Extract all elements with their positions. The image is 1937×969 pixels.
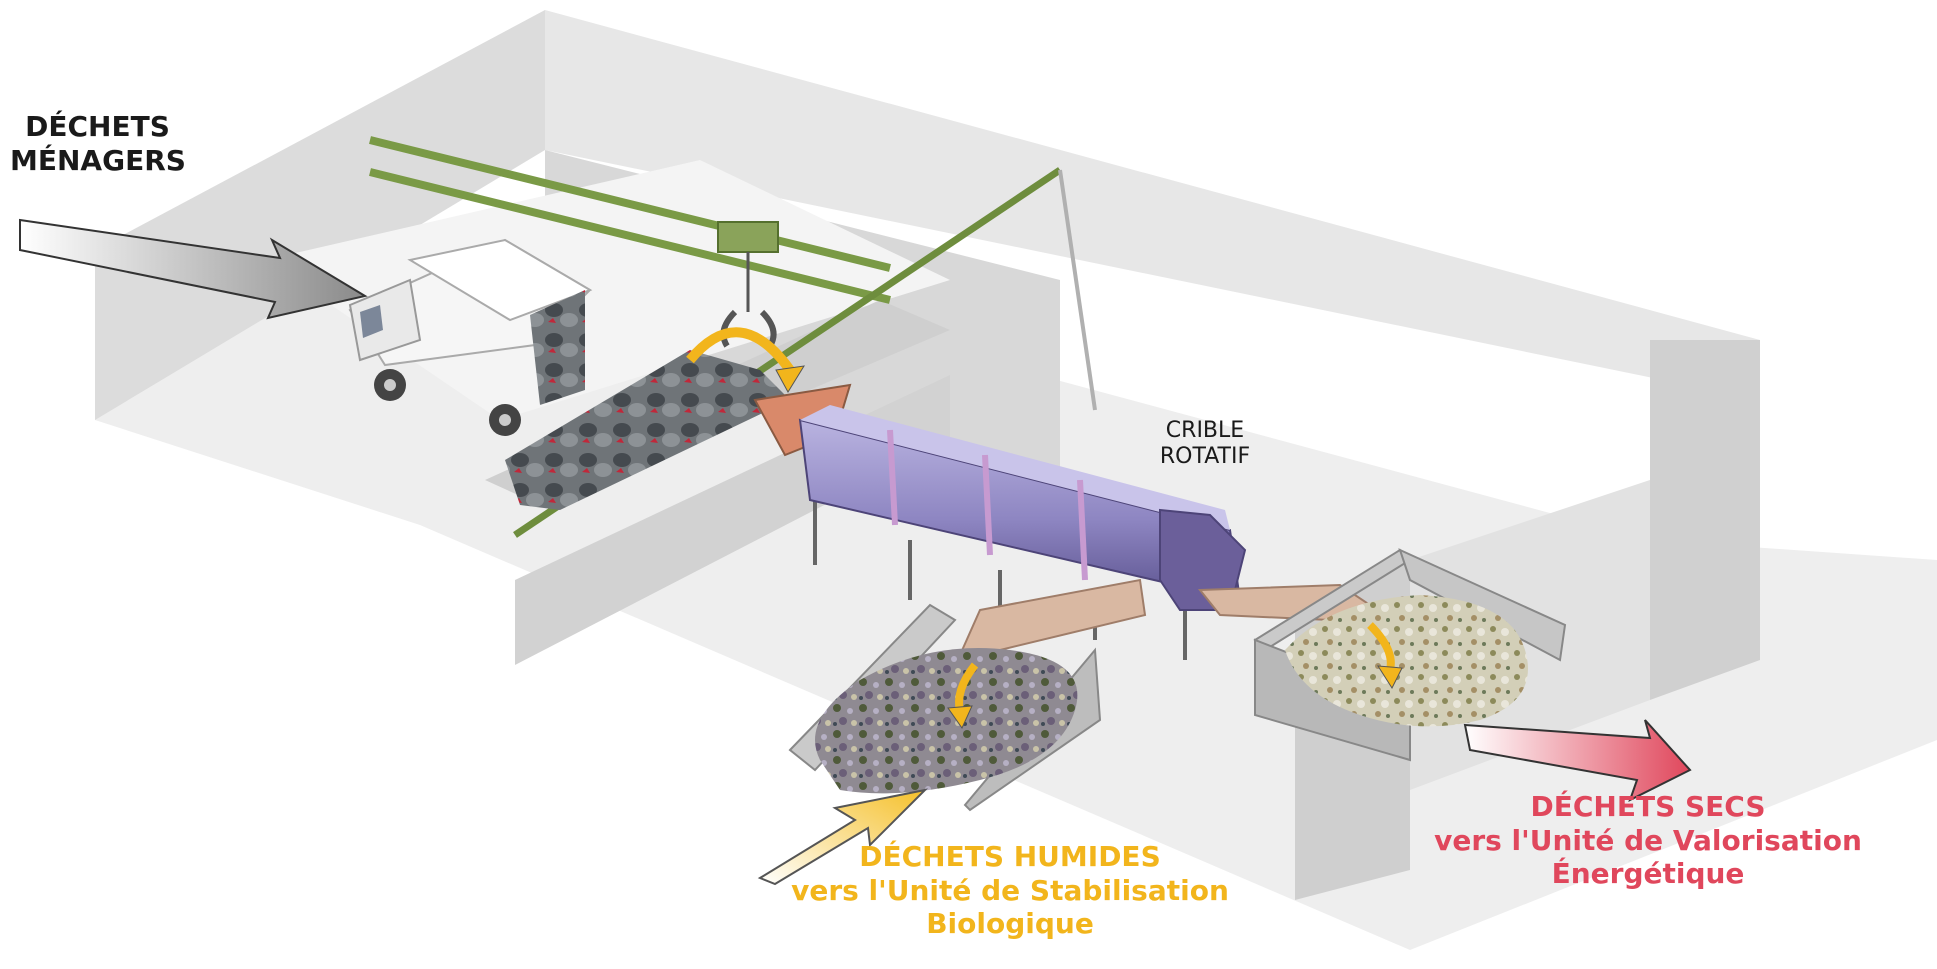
dry-output-label: DÉCHETS SECS vers l'Unité de Valorisatio… — [1418, 790, 1878, 891]
screen-label-line1: CRIBLE — [1165, 418, 1245, 443]
back-wall-left — [95, 10, 545, 420]
waste-bags — [505, 350, 790, 510]
crane-trolley — [717, 221, 779, 253]
wet-output-arrow — [757, 788, 929, 886]
wet-waste-pile — [815, 648, 1078, 794]
dry-drop-arrowhead — [1377, 665, 1403, 690]
dry-label-line1: DÉCHETS SECS — [1530, 790, 1766, 823]
right-wall — [1650, 340, 1760, 700]
dry-waste-bunker — [1253, 548, 1567, 762]
input-label: DÉCHETS MÉNAGERS — [10, 110, 186, 177]
dry-output-arrow — [1463, 719, 1692, 802]
garbage-truck — [348, 238, 593, 436]
screen-label-line2: ROTATIF — [1159, 444, 1251, 470]
dry-waste-pile — [1285, 595, 1528, 727]
transfer-arrowhead — [775, 365, 805, 393]
wet-label-line1: DÉCHETS HUMIDES — [859, 840, 1161, 873]
dry-label-line3: Énergétique — [1551, 857, 1745, 891]
wet-label-line2: vers l'Unité de Stabilisation — [791, 873, 1229, 907]
wet-output-label: DÉCHETS HUMIDES vers l'Unité de Stabilis… — [780, 840, 1240, 941]
input-label-line2: MÉNAGERS — [10, 143, 186, 177]
dry-label-line2: vers l'Unité de Valorisation — [1434, 823, 1862, 857]
wet-drop-arrowhead — [947, 705, 973, 730]
wet-label-line3: Biologique — [926, 907, 1094, 941]
transfer-arrow — [686, 327, 795, 373]
rotary-drum-screen — [798, 405, 1247, 660]
input-label-line1: DÉCHETS — [25, 110, 170, 143]
back-wall-top — [545, 10, 1760, 400]
wet-waste-bunker — [788, 603, 1102, 812]
input-arrow — [19, 218, 368, 320]
screen-label: CRIBLE ROTATIF — [1140, 418, 1270, 471]
